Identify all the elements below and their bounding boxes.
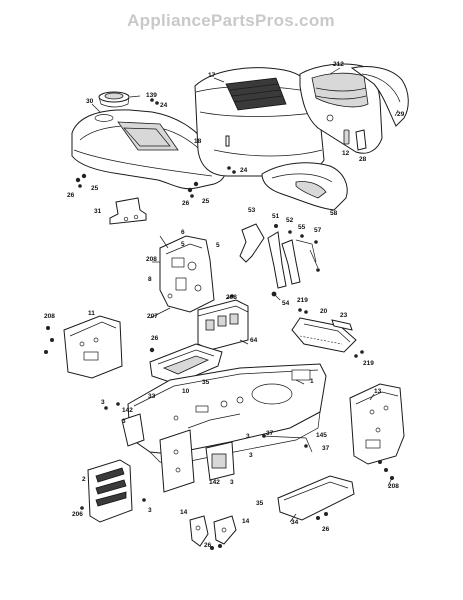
hardware-hood-front <box>75 98 236 198</box>
lever-part-51[interactable] <box>267 224 287 289</box>
callout-c-3f: 3 <box>148 507 152 514</box>
callout-c-28: 28 <box>359 156 367 163</box>
callout-c-35b: 35 <box>256 500 264 507</box>
bolt-part-54[interactable] <box>271 291 281 301</box>
hood-bracket-part-31[interactable] <box>109 197 147 225</box>
callout-c-219a: 219 <box>297 297 308 304</box>
callout-c-55: 55 <box>298 224 306 231</box>
frame-part-1[interactable] <box>127 363 327 465</box>
callout-c-212: 212 <box>333 61 344 68</box>
dash-panel-part-8[interactable] <box>159 235 215 313</box>
hardware-part-219 <box>298 308 364 358</box>
callout-c-24a: 24 <box>160 102 168 109</box>
callout-c-57: 57 <box>314 227 322 234</box>
rod-part-145[interactable] <box>261 434 313 453</box>
lever-part-52[interactable] <box>281 230 301 285</box>
callout-c-3a: 3 <box>101 399 105 406</box>
callout-c-145: 145 <box>316 432 327 439</box>
callout-c-5b: 5 <box>216 242 220 249</box>
callout-c-26a: 26 <box>67 192 75 199</box>
callout-c-12: 12 <box>342 150 350 157</box>
callout-c-11: 11 <box>88 310 95 317</box>
callout-c-37b: 37 <box>322 445 330 452</box>
step-plate-part-34[interactable] <box>277 475 355 521</box>
callout-c-3d: 3 <box>249 452 253 459</box>
callout-c-58: 58 <box>330 210 338 217</box>
callout-c-206: 206 <box>72 511 83 518</box>
bracket-part-14b[interactable] <box>213 515 237 545</box>
callout-c-33: 33 <box>148 393 156 400</box>
battery-tray-part-33[interactable] <box>149 343 223 385</box>
callout-c-29: 29 <box>397 111 405 118</box>
callout-c-26c: 26 <box>151 335 159 342</box>
callout-c-18: 18 <box>194 138 202 145</box>
callout-c-8: 8 <box>148 276 152 283</box>
callout-c-5a: 5 <box>181 241 185 248</box>
callout-c-6: 6 <box>181 229 185 236</box>
lever-part-53[interactable] <box>239 223 265 263</box>
side-panel-left-part-11[interactable] <box>44 315 123 379</box>
callout-c-3b: 3 <box>122 418 126 425</box>
hood-top-part-30[interactable] <box>71 109 226 190</box>
callout-c-142a: 142 <box>122 407 133 414</box>
callout-c-53: 53 <box>248 207 256 214</box>
callout-c-25b: 25 <box>202 198 210 205</box>
callout-c-142b: 142 <box>209 479 220 486</box>
link-part-57[interactable] <box>309 240 320 272</box>
frame-front-plate <box>159 429 235 493</box>
callout-c-208c: 208 <box>44 313 55 320</box>
callout-c-26e: 26 <box>204 542 212 549</box>
shroud-part-58[interactable] <box>261 162 348 211</box>
callout-c-30: 30 <box>86 98 94 105</box>
callout-c-139: 139 <box>146 92 157 99</box>
callout-c-208a: 208 <box>146 256 157 263</box>
callout-c-24b: 24 <box>240 167 248 174</box>
callout-c-26d: 26 <box>322 526 330 533</box>
front-panel-part-2[interactable] <box>80 459 146 523</box>
callout-c-64: 64 <box>250 337 258 344</box>
callout-c-1: 1 <box>310 378 314 385</box>
lens-part-12[interactable] <box>343 129 350 145</box>
callout-c-14a: 14 <box>180 509 188 516</box>
callout-c-208d: 208 <box>388 483 399 490</box>
callout-c-25a: 25 <box>91 185 99 192</box>
callout-c-51: 51 <box>272 213 280 220</box>
callout-c-26b: 26 <box>182 200 190 207</box>
callout-c-3c: 3 <box>246 433 250 440</box>
hardware-part-26-front <box>210 544 222 550</box>
callout-c-10: 10 <box>182 388 190 395</box>
callout-c-17: 17 <box>208 72 216 79</box>
callout-c-13: 13 <box>374 388 382 395</box>
callout-c-208b: 208 <box>226 294 237 301</box>
callout-c-54: 54 <box>282 300 290 307</box>
bracket-part-23[interactable] <box>331 319 353 331</box>
callout-c-2: 2 <box>82 476 86 483</box>
callout-c-23: 23 <box>340 312 348 319</box>
grille-frame-part-29[interactable] <box>350 66 409 127</box>
cup-holder-part-139[interactable] <box>98 91 130 108</box>
bracket-part-142[interactable] <box>104 402 145 447</box>
callout-c-14b: 14 <box>242 518 250 525</box>
callout-c-207: 207 <box>147 313 158 320</box>
side-panel-right-part-13[interactable] <box>349 383 405 480</box>
link-part-55[interactable] <box>295 234 317 263</box>
callout-c-219b: 219 <box>363 360 374 367</box>
bracket-part-14a[interactable] <box>189 515 209 547</box>
bracket-part-28[interactable] <box>355 129 367 151</box>
callout-c-37a: 37 <box>266 430 274 437</box>
leader-lines <box>91 67 399 523</box>
control-module-part-64[interactable] <box>197 294 249 351</box>
callout-c-35a: 35 <box>202 379 210 386</box>
pin-part-18[interactable] <box>225 135 230 147</box>
hood-part-17[interactable] <box>194 67 325 177</box>
callout-c-3e: 3 <box>230 479 234 486</box>
watermark: AppliancePartsPros.com <box>127 11 335 30</box>
callout-c-20: 20 <box>320 308 328 315</box>
callout-c-31: 31 <box>94 208 102 215</box>
callout-c-34: 34 <box>291 519 299 526</box>
callout-c-52: 52 <box>286 217 294 224</box>
